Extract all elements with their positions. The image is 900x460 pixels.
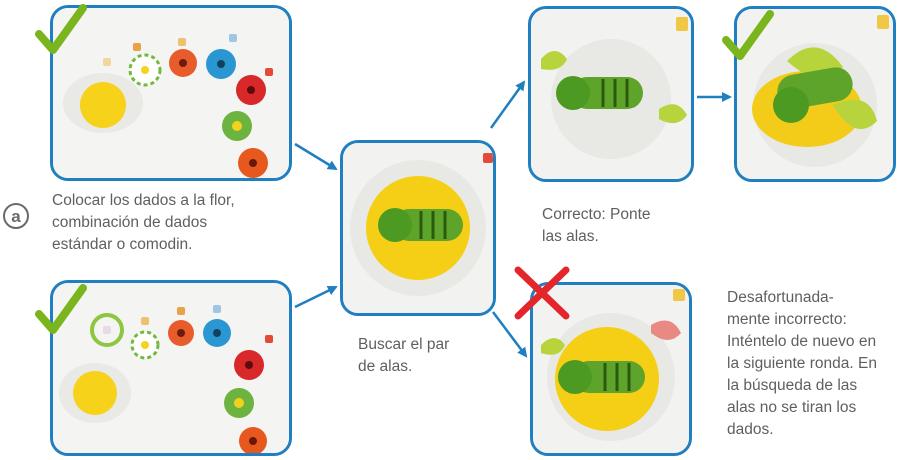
caption-place-dice: Colocar los dados a la flor, combinación… xyxy=(52,192,235,253)
caterpillar-wings-illustration xyxy=(531,9,691,179)
photo-correct-wings xyxy=(528,6,694,182)
photo-caterpillar-center xyxy=(340,140,496,316)
caterpillar-illustration xyxy=(343,143,493,313)
check-mark-icon xyxy=(722,10,774,60)
photo-dice-on-flowers-top xyxy=(50,5,292,181)
photo-butterfly-complete xyxy=(734,6,896,182)
caption-incorrect: Desafortunada- mente incorrecto: Inténte… xyxy=(727,289,877,438)
step-badge: a xyxy=(3,203,29,229)
butterfly-illustration xyxy=(737,9,893,179)
caption-correct: Correcto: Ponte las alas. xyxy=(542,206,651,245)
arrow-top-to-center xyxy=(294,142,338,171)
check-mark-icon xyxy=(35,4,87,54)
highlight-ring xyxy=(90,313,124,347)
photo-dice-on-flowers-bottom xyxy=(50,280,292,456)
arrow-center-to-correct xyxy=(489,80,526,129)
arrow-bottom-to-center xyxy=(294,285,338,309)
dice-flowers-illustration-highlight xyxy=(53,283,289,453)
cross-mark-icon xyxy=(514,266,570,320)
dice-flowers-illustration xyxy=(53,8,289,178)
caption-search-wings: Buscar el par de alas. xyxy=(358,336,450,375)
caterpillar-wrong-wings-illustration xyxy=(533,285,689,453)
check-mark-icon xyxy=(35,284,87,334)
arrow-center-to-incorrect xyxy=(492,311,528,358)
